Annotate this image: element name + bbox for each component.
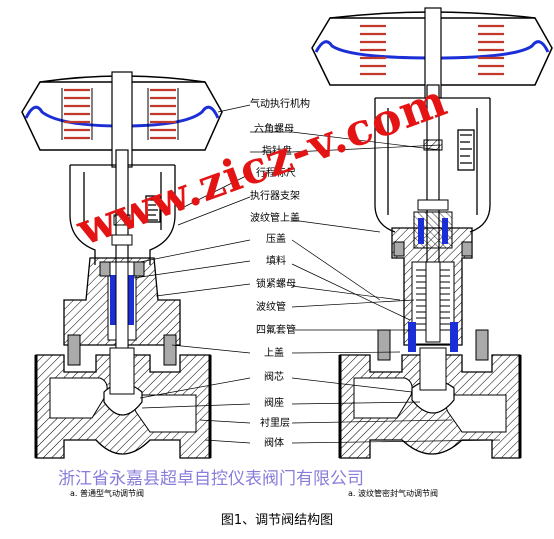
label-bellows: 波纹管	[256, 302, 286, 313]
label-bonnet: 上盖	[264, 348, 284, 359]
label-ptfe-sleeve: 四氟套管	[256, 325, 296, 336]
leader-lines	[133, 104, 501, 444]
left-springs	[64, 88, 176, 140]
right-actuator	[311, 7, 553, 99]
right-springs	[360, 24, 504, 76]
label-lock-nut: 锁紧螺母	[256, 279, 296, 290]
label-stroke-scale: 行程标尺	[256, 168, 296, 179]
label-valve-seat: 阀座	[264, 398, 284, 409]
label-packing: 填料	[266, 256, 286, 267]
left-valve	[21, 71, 223, 501]
label-pointer-disc: 指针盘	[262, 146, 292, 157]
label-packing-gland: 压盖	[266, 234, 286, 245]
subcaption-left: a. 普通型气动调节阀	[70, 489, 144, 498]
watermark-company: 浙江省永嘉县超卓自控仪表阀门有限公司	[58, 469, 364, 489]
left-actuator	[21, 71, 223, 168]
label-actuator: 气动执行机构	[250, 99, 310, 110]
left-bonnet	[63, 257, 181, 366]
right-body	[338, 347, 522, 459]
label-valve-plug: 阀芯	[264, 372, 284, 383]
right-bellows-bonnet	[377, 211, 489, 361]
subcaption-right: a. 波纹管密封气动调节阀	[348, 489, 438, 498]
left-body	[34, 347, 212, 459]
label-actuator-bracket: 执行器支架	[250, 191, 300, 202]
label-bellows-upper-cover: 波纹管上盖	[250, 213, 300, 224]
figure-caption: 图1、调节阀结构图	[220, 513, 334, 528]
right-valve	[311, 7, 553, 459]
label-lining: 衬里层	[260, 418, 290, 429]
label-valve-body: 阀体	[264, 438, 284, 449]
label-hex-nut: 六角螺母	[254, 124, 294, 135]
